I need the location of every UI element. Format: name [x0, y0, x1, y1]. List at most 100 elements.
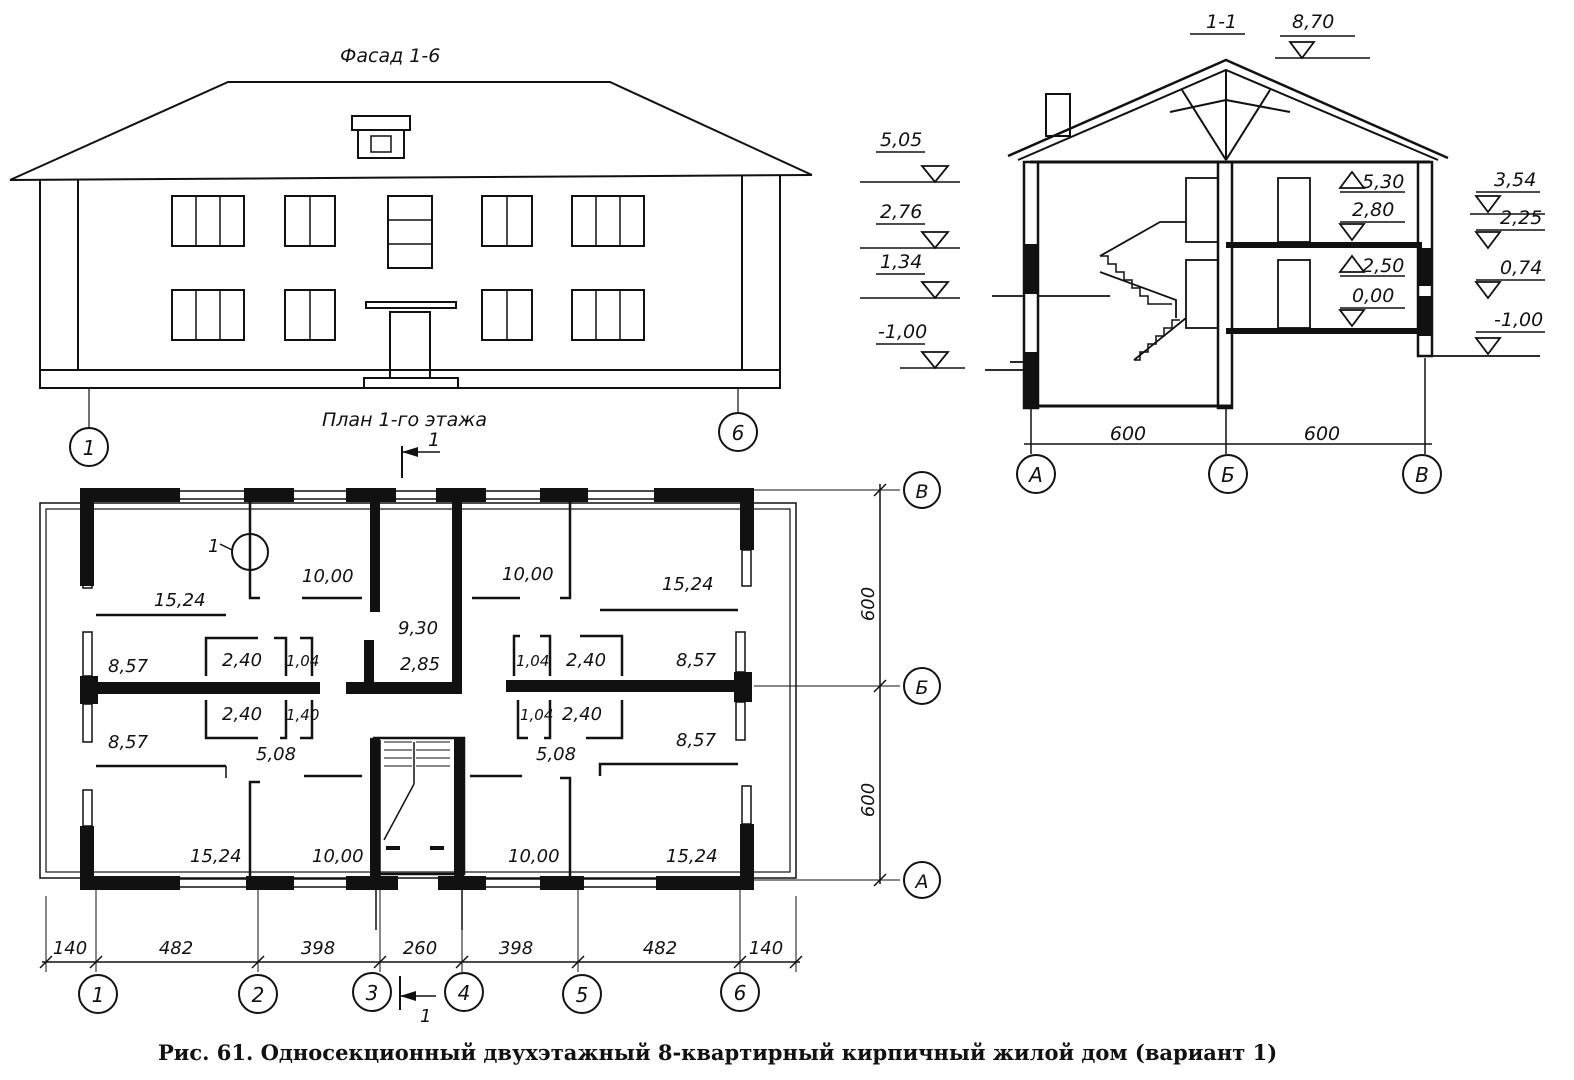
section-title: 1-1	[1206, 11, 1237, 33]
facade-axis-6	[718, 412, 758, 452]
detail-marker-circle	[231, 533, 269, 571]
svg-text:482: 482	[643, 938, 677, 959]
dormer-vent	[370, 135, 392, 153]
area-label: 1,04	[286, 652, 319, 670]
level-triangle	[920, 351, 950, 370]
area-label: 15,24	[666, 846, 718, 867]
svg-text:1: 1	[420, 1006, 431, 1027]
section-axis-a	[1016, 454, 1056, 494]
area-label: 10,00	[302, 566, 354, 587]
area-label: 2,85	[400, 654, 440, 675]
level-triangle	[920, 231, 950, 250]
plan-axis-v	[903, 471, 941, 509]
svg-text:5: 5	[576, 983, 589, 1007]
area-label: 15,24	[662, 574, 714, 595]
area-label: 1,04	[516, 652, 549, 670]
svg-text:Б: Б	[1221, 463, 1235, 487]
area-label: 8,57	[108, 732, 149, 753]
section-axis-v	[1402, 454, 1442, 494]
svg-text:-1,00: -1,00	[878, 321, 927, 343]
area-label: 8,57	[676, 730, 717, 751]
svg-text:Б: Б	[915, 677, 928, 699]
facade-elevation: Фасад 1-6	[9, 45, 813, 467]
plan-axis-b	[903, 667, 941, 705]
area-label: 10,00	[508, 846, 560, 867]
area-label: 5,08	[256, 744, 296, 765]
svg-text:600: 600	[1304, 423, 1340, 445]
corridor-wall-right	[506, 680, 738, 692]
svg-text:3: 3	[366, 981, 379, 1005]
svg-text:482: 482	[159, 938, 193, 959]
svg-text:260: 260	[403, 938, 437, 959]
svg-text:5,05: 5,05	[880, 129, 922, 151]
svg-text:600: 600	[858, 587, 879, 621]
svg-text:140: 140	[749, 938, 783, 959]
ridge-mark: 8,70	[1292, 11, 1334, 33]
svg-text:2,25: 2,25	[1500, 207, 1542, 229]
svg-text:2: 2	[252, 983, 265, 1007]
svg-text:140: 140	[53, 938, 87, 959]
detail-marker-label: 1	[208, 536, 219, 557]
svg-text:В: В	[1415, 463, 1429, 487]
facade-roof	[9, 81, 813, 181]
plan-axis-a	[903, 861, 941, 899]
plan-axis-6	[720, 972, 760, 1012]
svg-text:2,76: 2,76	[880, 201, 922, 223]
elevation-marks: 5,05 2,76 1,34 -1,00	[860, 129, 965, 370]
plan-axis-4	[444, 972, 484, 1012]
area-label: 10,00	[502, 564, 554, 585]
svg-text:4: 4	[458, 981, 471, 1005]
corridor-wall-left	[98, 682, 320, 694]
level-triangle	[920, 165, 950, 184]
svg-text:600: 600	[858, 783, 879, 817]
svg-text:А: А	[1027, 463, 1043, 487]
area-label: 2,40	[562, 704, 602, 725]
bottom-dimensions: 140 482 398 260 398 482 140 1 2 3 4 5 6 …	[39, 890, 803, 1027]
area-label: 1,04	[520, 706, 553, 724]
section-1-1: 1-1 8,70	[985, 11, 1545, 494]
area-label: 10,00	[312, 846, 364, 867]
entrance	[363, 301, 459, 389]
svg-text:0,74: 0,74	[1500, 257, 1542, 279]
svg-text:1: 1	[428, 429, 440, 451]
facade-title: Фасад 1-6	[340, 45, 440, 67]
plan-axis-3	[352, 972, 392, 1012]
side-dimensions: 600 600 В Б А	[754, 471, 941, 899]
svg-text:0,00: 0,00	[1352, 285, 1394, 307]
figure-caption: Рис. 61. Односекционный двухэтажный 8-кв…	[158, 1040, 1277, 1065]
svg-text:1: 1	[92, 983, 105, 1007]
svg-text:1: 1	[83, 436, 96, 460]
area-label: 1,40	[286, 706, 319, 724]
floor-plan: План 1-го этажа 1	[39, 409, 941, 1027]
plan-axis-5	[562, 974, 602, 1014]
section-axis-b	[1208, 454, 1248, 494]
plan-title: План 1-го этажа	[322, 409, 487, 431]
partitions	[96, 502, 738, 876]
svg-text:2,80: 2,80	[1352, 199, 1394, 221]
area-label: 5,08	[536, 744, 576, 765]
stair-flights	[379, 740, 450, 876]
svg-text:398: 398	[301, 938, 335, 959]
area-label: 8,57	[676, 650, 717, 671]
svg-text:3,54: 3,54	[1494, 169, 1536, 191]
outer-walls	[80, 488, 754, 890]
plan-axis-1	[78, 974, 118, 1014]
area-label: 2,40	[222, 704, 262, 725]
svg-text:-1,00: -1,00	[1494, 309, 1543, 331]
lower-windows	[171, 289, 645, 341]
room-areas: 15,24 10,00 10,00 15,24 9,30 2,40 1,04 2…	[108, 564, 718, 867]
svg-text:1,34: 1,34	[880, 251, 922, 273]
plan-axis-2	[238, 974, 278, 1014]
svg-text:А: А	[914, 871, 929, 893]
svg-text:5,30: 5,30	[1362, 171, 1404, 193]
dormer-cap	[351, 115, 411, 131]
dormer	[357, 129, 405, 159]
area-label: 2,40	[222, 650, 262, 671]
area-label: 8,57	[108, 656, 149, 677]
area-label: 15,24	[190, 846, 242, 867]
svg-text:6: 6	[734, 981, 747, 1005]
svg-text:6: 6	[732, 421, 745, 445]
area-label: 9,30	[398, 618, 438, 639]
svg-text:600: 600	[1110, 423, 1146, 445]
